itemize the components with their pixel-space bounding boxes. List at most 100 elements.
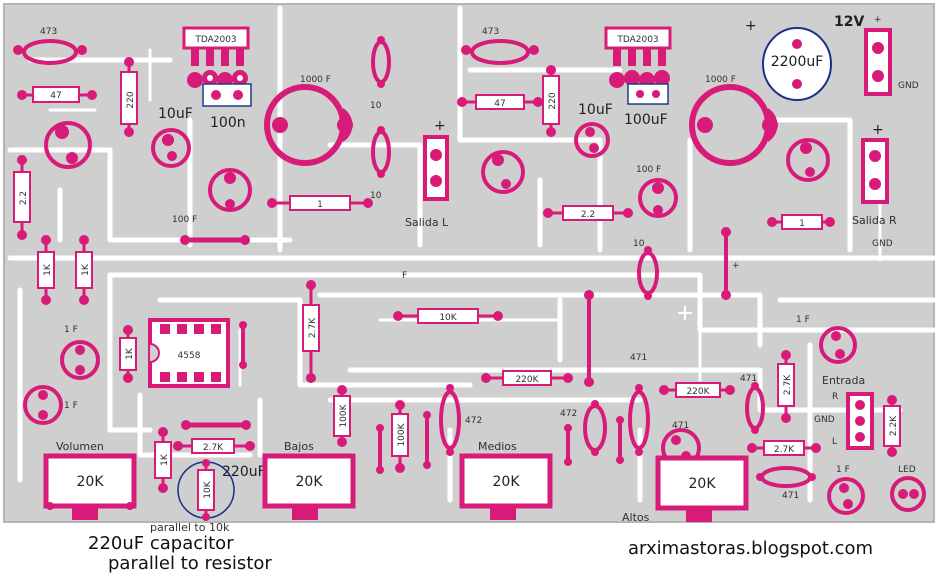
capacitor-f-center: F	[402, 271, 407, 281]
connector-output-right-plus: +	[872, 122, 884, 138]
resistor-1k-c-label: 1K	[125, 347, 135, 360]
capacitor-471-d: 471	[756, 466, 816, 501]
ic-tda2003-right-label: TDA2003	[616, 35, 658, 45]
resistor-1k-d: 1K	[154, 427, 172, 493]
capacitor-2200uf-label: 2200uF	[771, 54, 824, 70]
input-r-label: R	[832, 392, 838, 402]
capacitor-1f-b: 1 F	[23, 385, 78, 425]
capacitor-473-left: 473	[13, 27, 87, 65]
resistor-1k-b-label: 1K	[81, 263, 91, 276]
resistor-100k-a-label: 100K	[339, 403, 349, 427]
resistor-220-right-label: 220	[548, 92, 558, 109]
website-credit: arximastoras.blogspot.com	[628, 538, 873, 559]
capacitor-10-c-label: 10	[633, 239, 645, 249]
capacitor-100-right: 100 F	[636, 165, 678, 218]
capacitor-472-b: 472	[560, 400, 607, 456]
wire-ic-right	[239, 321, 247, 369]
connector-power: 12V + GND	[834, 14, 919, 96]
capacitor-1f-c-label: 1 F	[796, 315, 810, 325]
capacitor-1f-c: 1 F	[796, 315, 857, 364]
capacitor-10uf-right: 10uF	[574, 102, 613, 158]
capacitor-1000-right: 1000 F	[689, 75, 778, 166]
resistor-2-2k: 2.2K	[883, 395, 901, 457]
wire-lower-left	[181, 420, 251, 430]
resistor-1k-b: 1K	[75, 235, 93, 305]
resistor-10k-a: 10K	[393, 308, 503, 324]
resistor-2-2-right-label: 2.2	[581, 210, 595, 220]
capacitor-10uf-left-label: 10uF	[158, 106, 193, 122]
capacitor-10-a: 10	[370, 36, 391, 111]
resistor-1-right-label: 1	[799, 219, 805, 229]
board-gnd-label: GND	[872, 239, 893, 249]
capacitor-47-right: 47	[457, 94, 543, 110]
resistor-220k-a-label: 220K	[515, 375, 539, 385]
parallel-note-small: parallel to 10k	[150, 521, 230, 534]
power-gnd-label: GND	[898, 81, 919, 91]
capacitor-473-left-label: 473	[40, 27, 57, 37]
capacitor-470-left	[44, 121, 92, 169]
cap-note-line2: parallel to resistor	[108, 553, 272, 574]
wire-right-plus: +	[732, 261, 740, 271]
capacitor-100n: 100n	[202, 83, 252, 131]
copper-tracks	[7, 5, 938, 503]
wire-lower-right-a	[564, 424, 572, 466]
capacitor-100-right-label: 100 F	[636, 165, 661, 175]
capacitor-10-a-label: 10	[370, 101, 382, 111]
capacitor-right-small	[786, 138, 830, 182]
led-label: LED	[898, 465, 916, 475]
pot-mid-label: Medios	[478, 440, 517, 453]
ic-4558-label: 4558	[178, 351, 201, 361]
resistor-2-7k-b-label: 2.7K	[783, 374, 793, 395]
capacitor-471-a-label: 471	[630, 353, 647, 363]
capacitor-471-a: 471	[630, 353, 647, 363]
capacitor-471-b-label: 471	[740, 374, 757, 384]
wire-right-vertical: +	[721, 227, 740, 300]
capacitor-10-c: 10	[633, 239, 659, 300]
resistor-100k-b-label: 100K	[397, 422, 407, 446]
resistor-2-7k-d: 2.7K	[747, 440, 821, 456]
registration-mark	[678, 306, 692, 320]
capacitor-220uf-label: 220uF	[222, 464, 266, 480]
capacitor-10uf-right-label: 10uF	[578, 102, 613, 118]
pot-bass-value: 20K	[296, 474, 324, 490]
resistor-2-2k-label: 2.2K	[889, 415, 899, 436]
resistor-2-7k-a-label: 2.7K	[308, 317, 318, 338]
connector-output-left: + Salida L	[405, 118, 449, 229]
resistor-100k-b: 100K	[391, 400, 409, 473]
capacitor-2200uf-plus: +	[745, 18, 757, 34]
capacitor-1000-left: 1000 F	[264, 75, 353, 166]
resistor-1k-a-label: 1K	[43, 263, 53, 276]
capacitor-f-center-label: F	[402, 271, 407, 281]
power-plus-label: +	[874, 15, 882, 25]
pot-treble-label: Altos	[622, 511, 650, 524]
pot-bass-label: Bajos	[284, 440, 314, 453]
connector-output-right-label: Salida R	[852, 214, 897, 227]
pot-volume-value: 20K	[77, 474, 105, 490]
capacitor-1f-d-label: 1 F	[836, 465, 850, 475]
resistor-1-right: 1	[767, 214, 835, 230]
resistor-10k-b-label: 10K	[203, 480, 213, 498]
cap-note-line1: 220uF capacitor	[88, 533, 234, 554]
resistor-2-2-right: 2.2	[543, 205, 633, 221]
resistor-2-2-left-label: 2.2	[19, 191, 29, 205]
led-indicator: LED	[890, 465, 926, 512]
resistor-2-7k-d-label: 2.7K	[774, 445, 795, 455]
power-voltage-label: 12V	[834, 14, 864, 30]
ic-tda2003-left-label: TDA2003	[194, 35, 236, 45]
connector-output-left-label: Salida L	[405, 216, 449, 229]
resistor-2-7k-c: 2.7K	[173, 438, 255, 454]
input-gnd-label: GND	[814, 415, 835, 425]
capacitor-1f-d: 1 F	[827, 465, 865, 515]
capacitor-471-c: 471	[628, 384, 689, 456]
connector-input: Entrada R GND L	[814, 374, 874, 450]
capacitor-470-right	[481, 150, 525, 194]
capacitor-472-a: 472	[439, 384, 482, 456]
pot-treble-value: 20K	[689, 476, 717, 492]
resistor-220-left-label: 220	[126, 91, 136, 108]
resistor-47: 47	[17, 86, 97, 103]
resistor-2-7k-a: 2.7K	[302, 280, 320, 383]
capacitor-100-left-label: 100 F	[172, 215, 197, 225]
input-l-label: L	[832, 437, 837, 447]
pot-treble: 20K Altos	[622, 455, 749, 524]
